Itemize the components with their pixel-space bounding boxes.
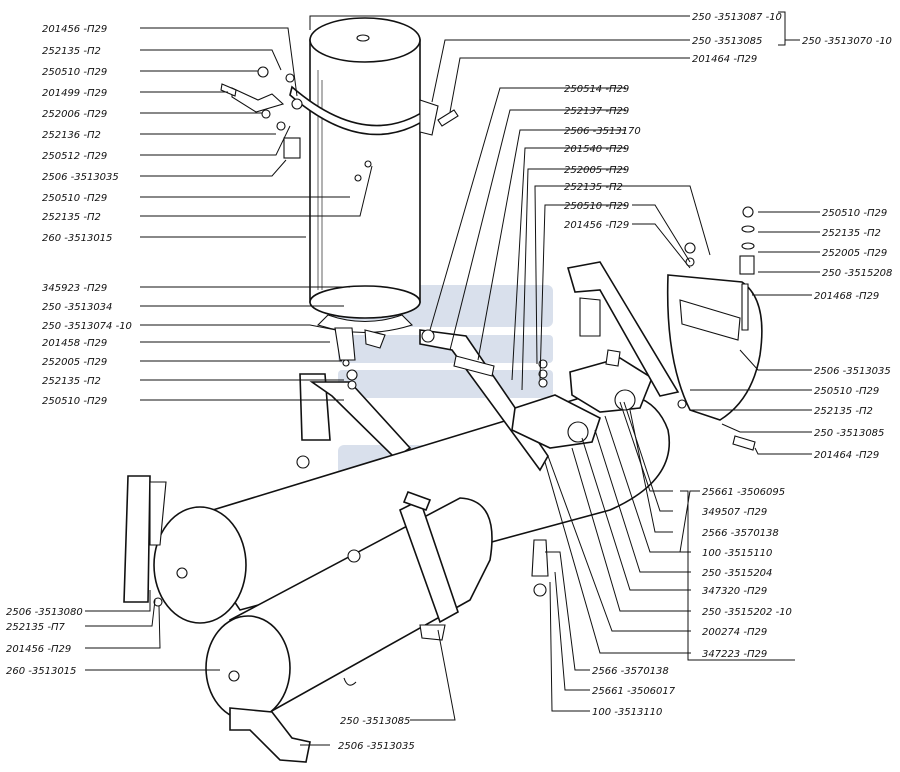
valve-assembly — [419, 329, 653, 597]
label-25661-3506095: 25661 -3506095 — [702, 487, 785, 498]
label-2566-3570138-b: 2566 -3570138 — [592, 666, 669, 677]
label-260-3513015-b: 260 -3513015 — [6, 666, 76, 677]
label-345923: 345923 -П29 — [42, 283, 107, 294]
label-2566-3570138-a: 2566 -3570138 — [702, 528, 779, 539]
label-252135-e: 252135 -П2 — [564, 182, 623, 193]
label-252135-c: 252135 -П2 — [42, 376, 101, 387]
label-2506-3513035-c: 2506 -3513035 — [338, 741, 415, 752]
label-252005-c: 252005 -П29 — [822, 248, 887, 259]
label-250512: 250512 -П29 — [42, 151, 107, 162]
label-201540: 201540 -П29 — [564, 144, 629, 155]
left-fasteners — [220, 66, 459, 131]
label-250510-c: 250510 -П29 — [42, 396, 107, 407]
front-foot — [229, 707, 311, 763]
label-250-3513034: 250 -3513034 — [42, 302, 112, 313]
label-347320: 347320 -П29 — [702, 586, 767, 597]
label-201456-a: 201456 -П29 — [42, 24, 107, 35]
left-support — [123, 475, 167, 607]
label-201464-a: 201464 -П29 — [692, 54, 757, 65]
right-fasteners — [739, 206, 755, 275]
tank-strap — [399, 490, 459, 641]
label-250510-b: 250510 -П29 — [42, 193, 107, 204]
label-200274: 200274 -П29 — [702, 627, 767, 638]
label-201456-c: 201456 -П29 — [564, 220, 629, 231]
label-347223: 347223 -П29 — [702, 649, 767, 660]
label-250-3513087: 250 -3513087 -10 — [692, 12, 782, 23]
label-250510-a: 250510 -П29 — [42, 67, 107, 78]
label-100-3513110: 100 -3513110 — [592, 707, 662, 718]
label-252135-f: 252135 -П2 — [822, 228, 881, 239]
label-250-3513074: 250 -3513074 -10 — [42, 321, 132, 332]
label-252136: 252136 -П2 — [42, 130, 101, 141]
label-201464-b: 201464 -П29 — [814, 450, 879, 461]
label-252137: 252137 -П29 — [564, 106, 629, 117]
label-250510-e: 250510 -П29 — [822, 208, 887, 219]
label-25661-3506017: 25661 -3506017 — [592, 686, 676, 697]
label-252135-a: 252135 -П2 — [42, 46, 101, 57]
label-2506-3513035-b: 2506 -3513035 — [814, 366, 891, 377]
label-252135-d: 252135 -П7 — [6, 622, 65, 633]
label-250-3515202: 250 -3515202 -10 — [702, 607, 792, 618]
label-252135-b: 252135 -П2 — [42, 212, 101, 223]
label-250-3513085-b: 250 -3513085 — [814, 428, 884, 439]
label-250-3515208: 250 -3515208 — [822, 268, 892, 279]
label-201458: 201458 -П29 — [42, 338, 107, 349]
label-2506-3513035-a: 2506 -3513035 — [42, 172, 119, 183]
label-260-3513015-a: 260 -3513015 — [42, 233, 112, 244]
label-252006: 252006 -П29 — [42, 109, 107, 120]
label-201456-b: 201456 -П29 — [6, 644, 71, 655]
label-250-3513085-c: 250 -3513085 — [340, 716, 410, 727]
vertical-air-tank — [231, 17, 439, 361]
label-2506-3513080: 2506 -3513080 — [6, 607, 83, 618]
label-349507: 349507 -П29 — [702, 507, 767, 518]
label-201468: 201468 -П29 — [814, 291, 879, 302]
label-2506-3513170: 2506 -3513170 — [564, 126, 641, 137]
leader-lines — [85, 11, 820, 746]
label-201499: 201499 -П29 — [42, 88, 107, 99]
label-250-3513085-a: 250 -3513085 — [692, 36, 762, 47]
label-252005-a: 252005 -П29 — [42, 357, 107, 368]
label-250510-d: 250510 -П29 — [564, 201, 629, 212]
label-100-3515110: 100 -3515110 — [702, 548, 772, 559]
label-252005-b: 252005 -П29 — [564, 165, 629, 176]
label-250-3513070: 250 -3513070 -10 — [802, 36, 892, 47]
label-250510-f: 250510 -П29 — [814, 386, 879, 397]
label-250514: 250514 -П29 — [564, 84, 629, 95]
right-bracket — [566, 242, 763, 451]
label-250-3515204: 250 -3515204 — [702, 568, 772, 579]
label-252135-g: 252135 -П2 — [814, 406, 873, 417]
